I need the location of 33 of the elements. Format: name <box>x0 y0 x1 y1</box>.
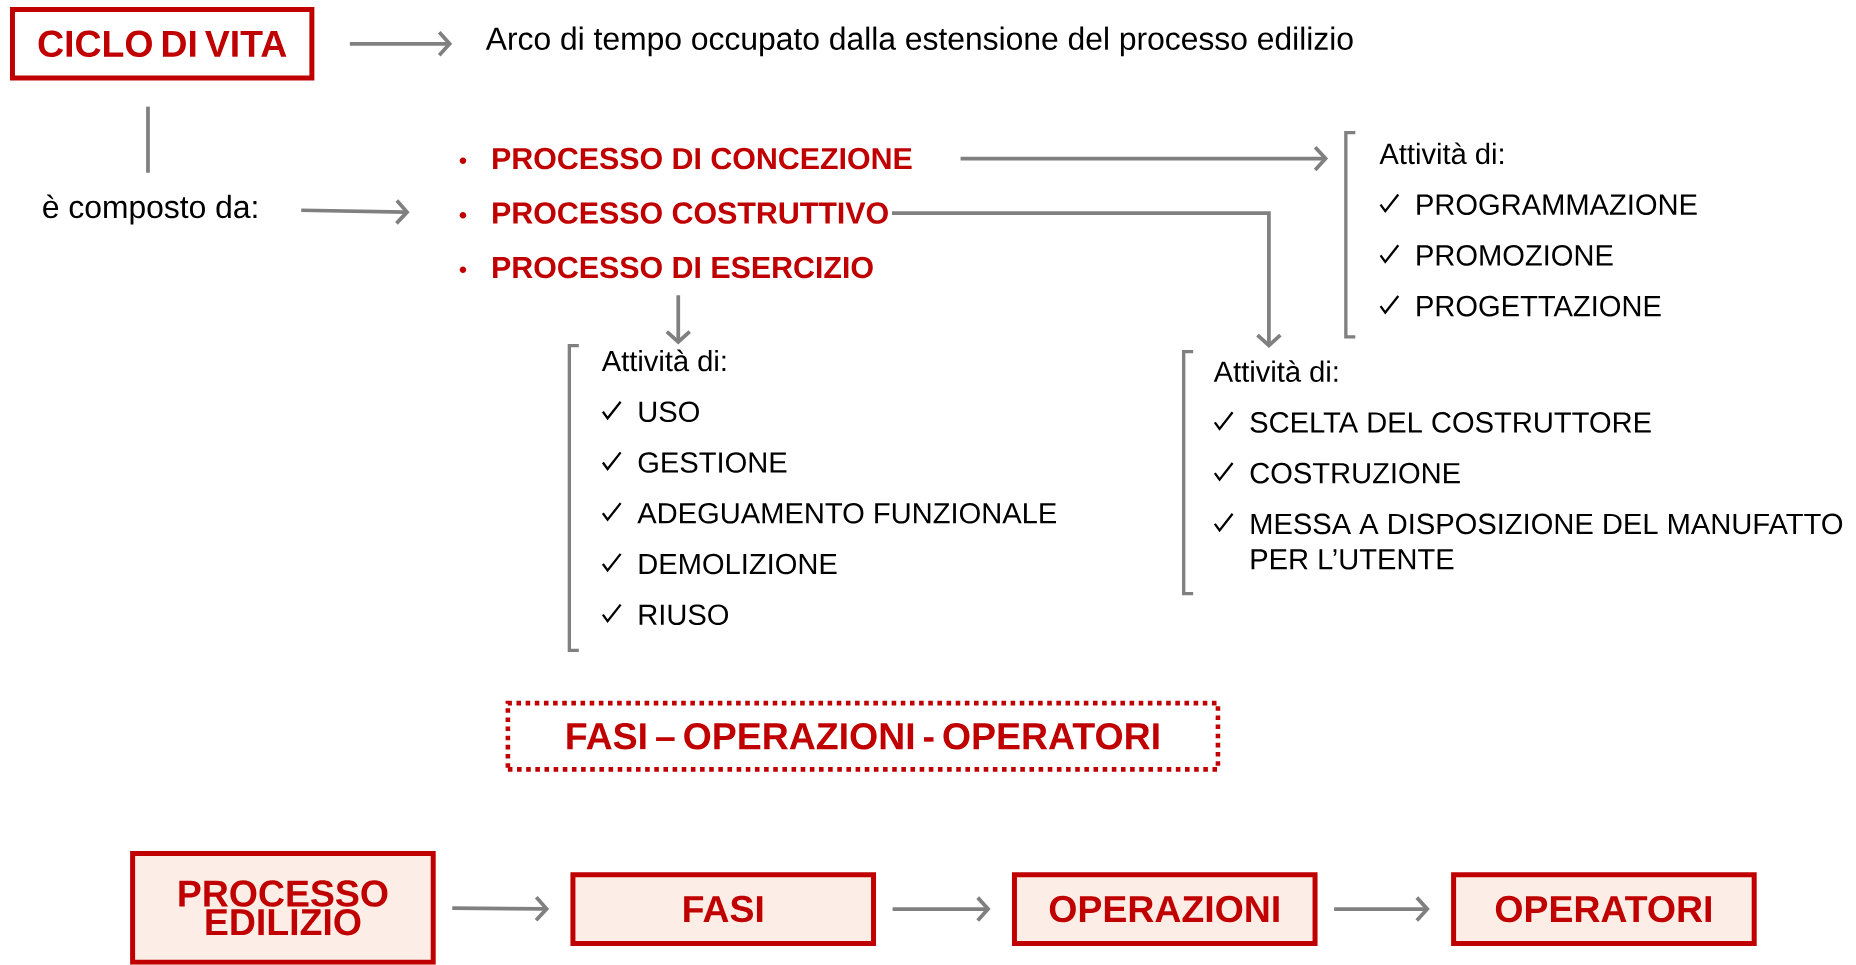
process-title: PROCESSO DI CONCEZIONE <box>493 148 912 170</box>
list-item: GESTIONE <box>638 452 787 473</box>
process-title: PROCESSO DI ESERCIZIO <box>493 256 873 279</box>
title-box: OPERATORI <box>1451 872 1757 947</box>
list-item: MESSA A DISPOSIZIONE DEL MANUFATTO PER L’UTENTE <box>1251 513 1843 570</box>
title-box: FASI <box>570 872 877 947</box>
process-title: PROCESSO COSTRUTTIVO <box>493 202 888 224</box>
list-item: DEMOLIZIONE <box>639 553 837 575</box>
list-item: ADEGUAMENTO FUNZIONALE <box>637 503 1057 524</box>
title-box: OPERAZIONI <box>1011 872 1318 947</box>
arrow <box>891 211 1282 349</box>
list-item: RIUSO <box>639 604 729 626</box>
list-item: PROMOZIONE <box>1417 245 1613 266</box>
arrow <box>452 896 550 922</box>
text-label: è composto da: <box>43 194 257 225</box>
text-label: Arco di tempo occupato dalla estensione del processo edilizio <box>485 26 1353 57</box>
list-heading: Attività di: <box>601 349 726 372</box>
list-heading: Attività di: <box>1379 142 1503 165</box>
arrow <box>349 31 453 57</box>
arrow <box>665 295 691 345</box>
title-box: CICLO DI VITA <box>9 7 315 81</box>
title-box: PROCESSO EDILIZIO <box>130 851 436 965</box>
list-item: SCELTA DEL COSTRUTTORE <box>1250 412 1651 433</box>
list-item: COSTRUZIONE <box>1250 463 1460 484</box>
dotted-box: FASI – OPERAZIONI - OPERATORI <box>505 701 1221 772</box>
arrow <box>1334 896 1430 922</box>
list-item: PROGRAMMAZIONE <box>1417 194 1697 216</box>
list-item: PROGETTAZIONE <box>1417 295 1661 317</box>
arrow <box>960 146 1329 172</box>
list-item: USO <box>639 401 699 423</box>
arrow <box>301 199 410 225</box>
list-heading: Attività di: <box>1213 360 1338 383</box>
arrow <box>892 896 991 922</box>
